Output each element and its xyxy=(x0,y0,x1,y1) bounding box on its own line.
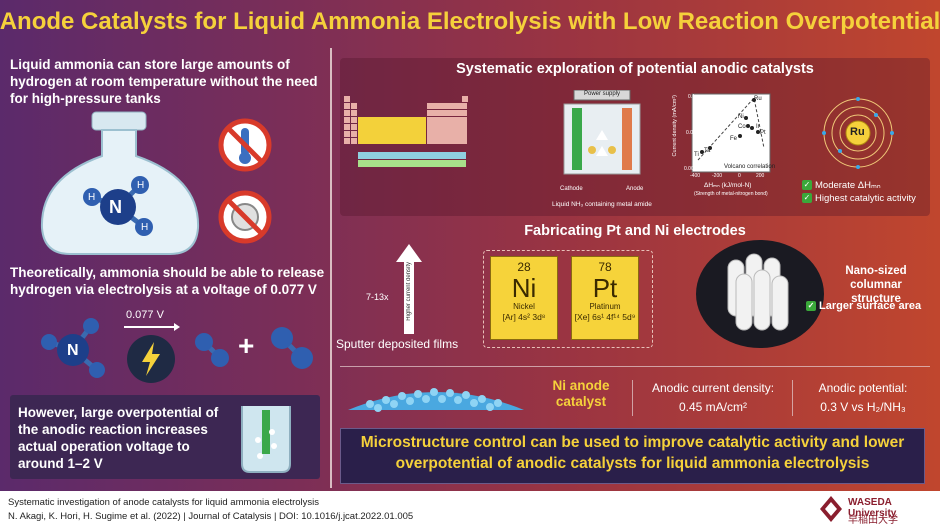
check1-text: Moderate ΔHₘₙ xyxy=(815,180,881,191)
cathode-label: Cathode xyxy=(560,186,583,192)
liquid-ammonia-label: Liquid NH₃ containing metal amide xyxy=(552,201,652,208)
atom-H-label: H xyxy=(88,192,96,203)
volcano-label: Volcano correlation xyxy=(724,164,776,170)
nano-structure-label: Nano-sized columnar structure xyxy=(845,265,907,305)
y-tick: 0.1 xyxy=(688,94,695,100)
check-moderate: ✓Moderate ΔHₘₙ xyxy=(802,180,881,191)
overpotential-text: However, large overpotential of the anod… xyxy=(18,405,219,471)
potential-label: Anodic potential: xyxy=(818,381,908,395)
y-axis-label: Current density (mA/cm²) xyxy=(672,95,678,157)
x-axis-label: ΔHₘₙ (kJ/mol-N) xyxy=(704,182,752,189)
university-name-jp: 早稲田大学 xyxy=(848,515,898,526)
title-bar: Anode Catalysts for Liquid Ammonia Elect… xyxy=(0,0,940,44)
footer-title: Systematic investigation of anode cataly… xyxy=(8,497,320,508)
y-tick: 0.01 xyxy=(686,130,696,136)
x-axis-note: (Strength of metal-nitrogen bond) xyxy=(694,191,768,197)
current-density-value: 0.45 mA/cm² xyxy=(678,400,747,414)
ni-name: Nickel xyxy=(513,302,535,311)
plus-sign: + xyxy=(238,330,255,361)
nitrogen-molecule xyxy=(271,327,313,369)
ni-anode-catalyst-label: Ni anode catalyst xyxy=(552,378,610,409)
up-arrow xyxy=(396,244,422,334)
metal-label-Ni: Ni xyxy=(738,114,744,120)
ruthenium-atom-icon xyxy=(822,97,894,169)
exploration-title: Systematic exploration of potential anod… xyxy=(456,61,814,77)
atom-N-label: N xyxy=(67,342,79,359)
nano-spheres-film xyxy=(348,388,524,412)
atom-H-label: H xyxy=(137,180,145,191)
check-highest: ✓Highest catalytic activity xyxy=(802,193,916,204)
footer-citation: N. Akagi, K. Hori, H. Sugime et al. (202… xyxy=(8,511,414,522)
electrolysis-cell-illustration xyxy=(563,90,641,175)
pt-name: Platinum xyxy=(589,302,621,311)
hydrogen-molecule xyxy=(195,333,229,367)
university-name: WASEDA University xyxy=(848,497,897,519)
current-density-label: Anodic current density: xyxy=(651,381,775,395)
results-divider-top xyxy=(340,366,930,367)
metal-label-Pt: Pt xyxy=(760,130,766,136)
no-cooling-icon xyxy=(218,118,272,172)
check2-text: Highest catalytic activity xyxy=(815,193,916,204)
anode-label: Anode xyxy=(626,186,644,192)
metal-label-Co: Co xyxy=(738,124,746,130)
ni-config: [Ar] 4s² 3d⁸ xyxy=(502,312,546,322)
surface-area-text: Larger surface area xyxy=(819,300,922,312)
voltage-label: 0.077 V xyxy=(126,309,164,321)
results-divider xyxy=(792,380,793,416)
metal-label-Ti: Ti xyxy=(694,152,699,158)
nickel-tile: 28 Ni Nickel [Ar] 4s² 3d⁸ xyxy=(490,256,558,340)
periodic-table-illustration xyxy=(344,96,468,167)
metal-label-Ru: Ru xyxy=(754,96,762,102)
conclusion-banner xyxy=(340,428,925,484)
metal-label-Ta: Ta xyxy=(704,148,711,154)
ni-number: 28 xyxy=(517,260,531,274)
lightning-icon xyxy=(127,335,175,383)
x-tick: 200 xyxy=(756,173,765,179)
metal-label-Ir: Ir xyxy=(756,124,760,130)
fabrication-title: Fabricating Pt and Ni electrodes xyxy=(524,223,746,239)
x-tick: -400 xyxy=(690,173,701,179)
pt-symbol: Pt xyxy=(592,273,618,303)
atom-N-label: N xyxy=(109,197,122,217)
conclusion-text: Microstructure control can be used to im… xyxy=(360,434,905,472)
platinum-tile: 78 Pt Platinum [Xe] 6s¹ 4f¹⁴ 5d⁹ xyxy=(571,256,639,340)
sputter-label: Sputter deposited films xyxy=(336,337,459,351)
surface-area-item: ✓Larger surface area xyxy=(806,300,922,312)
potential-value: 0.3 V vs H₂/NH₃ xyxy=(820,400,906,414)
pt-config: [Xe] 6s¹ 4f¹⁴ 5d⁹ xyxy=(574,312,636,322)
factor-label: 7-13x xyxy=(366,292,389,302)
x-tick: -200 xyxy=(712,173,723,179)
page-title: Anode Catalysts for Liquid Ammonia Elect… xyxy=(0,8,940,35)
results-divider xyxy=(632,380,633,416)
element-tiles-frame xyxy=(483,250,653,348)
power-supply-label: Power supply xyxy=(584,91,621,97)
nano-column-illustration xyxy=(696,240,824,348)
volcano-plot xyxy=(691,93,771,173)
x-tick: 0 xyxy=(738,173,741,179)
atom-H-label: H xyxy=(141,222,149,233)
no-pressure-tank-icon xyxy=(218,190,272,244)
arrow-label: Higher current density xyxy=(406,262,412,321)
pt-number: 78 xyxy=(598,260,612,274)
y-tick: 0.001 xyxy=(684,166,697,172)
ammonia-molecule-1 xyxy=(83,176,153,236)
metal-label-Fe: Fe xyxy=(730,136,738,142)
electrolysis-beaker-icon xyxy=(241,406,291,473)
column-divider xyxy=(330,48,332,488)
waseda-logo-icon xyxy=(820,496,842,522)
ru-symbol: Ru xyxy=(850,126,865,138)
reaction-arrow xyxy=(124,323,180,331)
intro-text: Liquid ammonia can store large amounts o… xyxy=(10,57,318,106)
theory-text: Theoretically, ammonia should be able to… xyxy=(10,265,325,297)
ammonia-molecule-2 xyxy=(41,318,105,378)
ni-symbol: Ni xyxy=(511,273,537,303)
